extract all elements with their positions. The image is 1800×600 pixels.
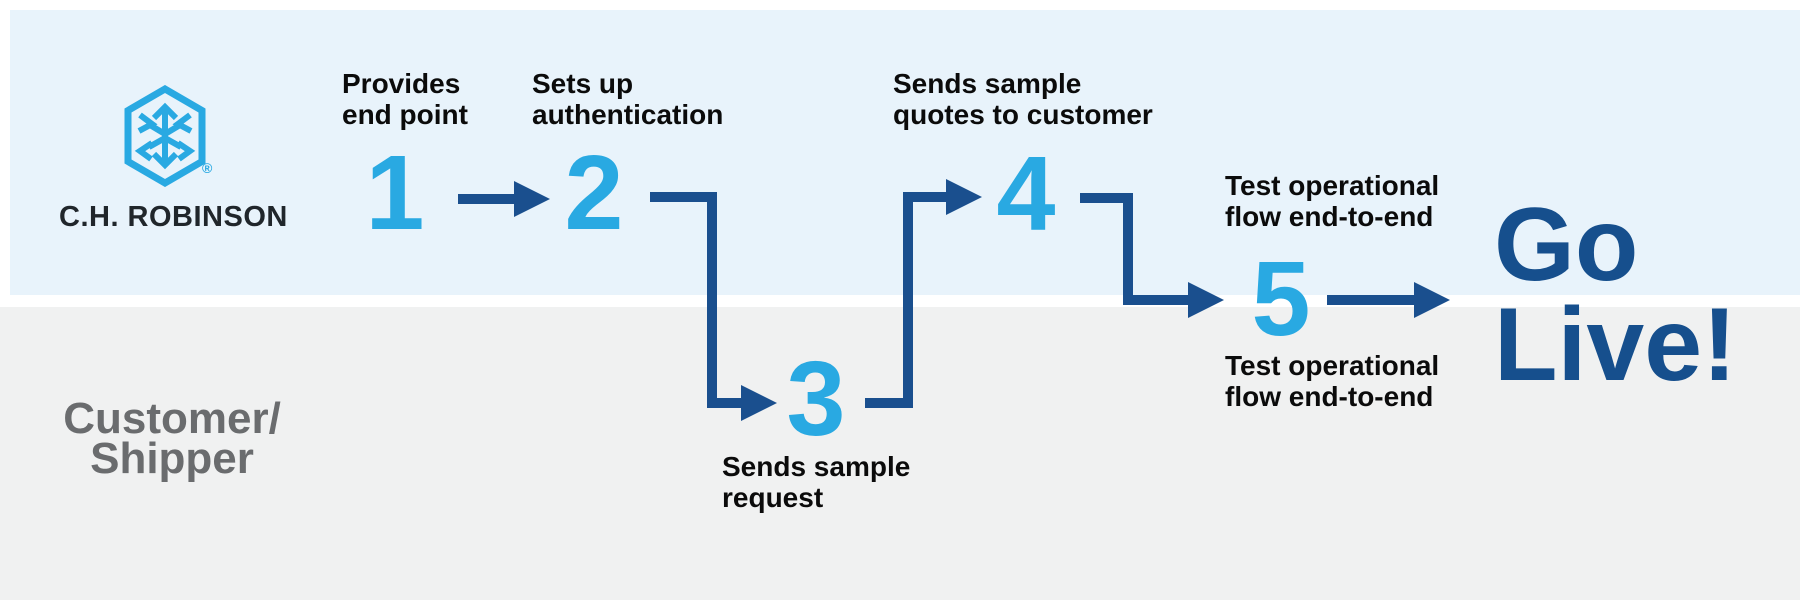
step-3-number: 3 [786,340,846,458]
registered-trademark: ® [202,160,213,176]
step-2-number: 2 [564,134,624,252]
arrow-step2-to-step3 [650,192,777,421]
arrow-step5-to-golive [1327,282,1450,318]
step-1-label: Provides end point [342,68,468,131]
chr-wordmark: C.H. ROBINSON [59,201,288,233]
go-live-text: Go Live! [1494,187,1737,403]
step-5-label-below: Test operational flow end-to-end [1225,350,1440,413]
step-4-label: Sends sample quotes to customer [893,68,1153,131]
customer-shipper-lane [0,307,1800,600]
arrow-step3-to-step4 [865,179,982,408]
customer-shipper-label: Customer/ Shipper [63,394,281,484]
step-5-label-above: Test operational flow end-to-end [1225,170,1440,233]
step-4-number: 4 [996,135,1056,253]
arrow-step4-to-step5 [1080,193,1224,318]
step-2-label: Sets up authentication [532,68,724,131]
step-1-number: 1 [365,134,425,252]
arrow-step1-to-step2 [458,181,550,217]
chr-hexagon-icon [124,85,206,187]
step-5-number: 5 [1251,240,1311,358]
step-3-label: Sends sample request [722,451,911,514]
